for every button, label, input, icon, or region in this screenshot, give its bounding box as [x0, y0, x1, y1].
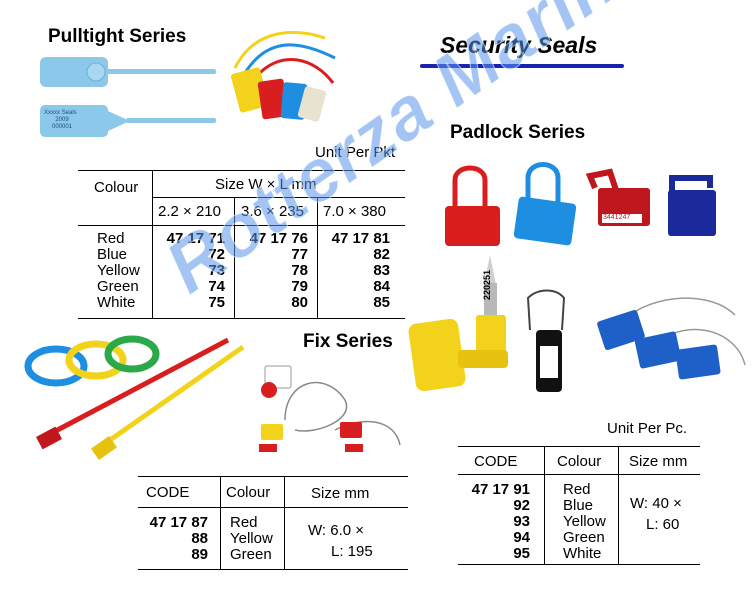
pulltight-seal-image-1 [40, 57, 216, 87]
code-cell: 75 [208, 294, 225, 311]
size-width: W: 40 × [630, 495, 682, 512]
colour-header: Colour [557, 453, 602, 470]
seal-print-line: 2009 [55, 117, 69, 123]
colour-cell: Green [563, 529, 605, 546]
wire-seal-image [597, 297, 746, 380]
code-cell: 82 [373, 246, 390, 263]
colour-cell: Blue [563, 497, 594, 514]
cable-lock-image [526, 289, 566, 392]
pulltight-unit-label: Unit Per Pkt [315, 144, 396, 161]
code-header: CODE [474, 453, 518, 470]
fix-cable-seal-image [259, 365, 401, 452]
title-underline [420, 64, 624, 68]
seal-print-line: Xxxxx Seals [44, 110, 77, 116]
code-cell: 73 [208, 262, 225, 279]
colour-cell: Yellow [563, 513, 606, 530]
colour-cell: White [563, 545, 602, 562]
pulltight-coloured-tags-image [231, 31, 336, 122]
size-header: Size W × L mm [215, 176, 317, 193]
pulltight-heading: Pulltight Series [48, 26, 187, 47]
pulltight-seal-image-2 [40, 105, 216, 137]
colour-cell: Red [97, 230, 125, 247]
size-header: Size mm [629, 453, 688, 470]
colour-cell: Yellow [97, 262, 140, 279]
size-column-header: 7.0 × 380 [323, 203, 386, 220]
size-column-header: 2.2 × 210 [158, 203, 221, 220]
colour-list: Red Blue Yellow Green White [97, 231, 140, 311]
code-cell: 47 17 81 [331, 230, 390, 247]
code-cell: 47 17 91 [471, 481, 530, 498]
size-header: Size mm [311, 485, 370, 502]
colour-cell: Red [230, 514, 258, 531]
padlock-unit-label: Unit Per Pc. [607, 420, 688, 437]
code-cell: 47 17 71 [166, 230, 225, 247]
code-column-2: 47 17 76 77 78 79 80 [241, 231, 308, 311]
code-cell: 95 [513, 545, 530, 562]
code-cell: 78 [291, 262, 308, 279]
code-column: 47 17 91 92 93 94 95 [464, 482, 530, 562]
colour-header: Colour [94, 179, 139, 196]
size-column-header: 3.6 × 235 [241, 203, 304, 220]
fix-seal-strips-image [36, 337, 245, 461]
seal-print-line: 000001 [51, 124, 73, 130]
code-column-1: 47 17 71 72 73 74 75 [158, 231, 225, 311]
bolt-seal-image [408, 255, 508, 392]
size-length: L: 60 [646, 516, 680, 533]
size-length: L: 195 [331, 543, 373, 560]
code-cell: 88 [191, 530, 208, 547]
code-cell: 94 [513, 529, 530, 546]
code-column-3: 47 17 81 82 83 84 85 [323, 231, 390, 311]
padlock-seal-image [445, 162, 716, 246]
code-cell: 92 [513, 497, 530, 514]
code-cell: 89 [191, 546, 208, 563]
code-cell: 93 [513, 513, 530, 530]
code-cell: 80 [291, 294, 308, 311]
colour-header: Colour [226, 484, 271, 501]
code-cell: 79 [291, 278, 308, 295]
colour-cell: Red [563, 481, 591, 498]
code-cell: 47 17 87 [149, 514, 208, 531]
code-cell: 47 17 76 [249, 230, 308, 247]
page-title: Security Seals [440, 32, 598, 58]
code-cell: 84 [373, 278, 390, 295]
code-cell: 85 [373, 294, 390, 311]
colour-column: Red Yellow Green [230, 515, 273, 563]
padlock-seal-number: 3441247 [603, 214, 631, 221]
code-cell: 83 [373, 262, 390, 279]
fix-seal-rings-image [24, 335, 160, 387]
colour-cell: Green [97, 278, 139, 295]
colour-cell: White [97, 294, 136, 311]
colour-cell: Green [230, 546, 272, 563]
colour-column: Red Blue Yellow Green White [563, 482, 606, 562]
colour-cell: Blue [97, 246, 128, 263]
code-cell: 77 [291, 246, 308, 263]
pulltight-seal-print: Xxxxx Seals 2009 000001 [44, 110, 80, 131]
colour-cell: Yellow [230, 530, 273, 547]
bolt-seal-number: 220251 [482, 269, 492, 300]
code-header: CODE [146, 484, 190, 501]
code-cell: 72 [208, 246, 225, 263]
code-column: 47 17 87 88 89 [140, 515, 208, 563]
fix-heading: Fix Series [303, 331, 393, 352]
code-cell: 74 [208, 278, 225, 295]
padlock-heading: Padlock Series [450, 122, 586, 143]
size-width: W: 6.0 × [308, 522, 365, 539]
